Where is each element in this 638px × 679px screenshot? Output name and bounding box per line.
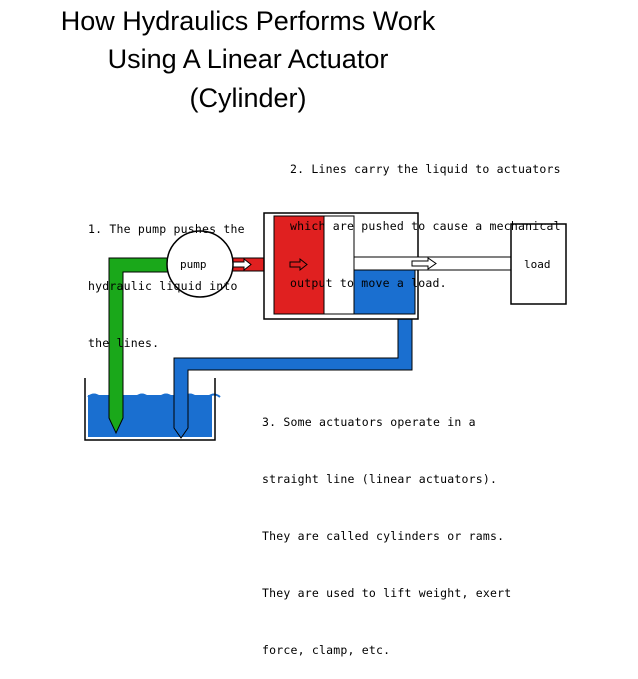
cylinder-return-chamber bbox=[353, 269, 416, 315]
cylinder-arrow bbox=[289, 257, 308, 272]
load bbox=[510, 223, 567, 305]
step-1-line: the lines. bbox=[88, 336, 160, 350]
step-3-line: force, clamp, etc. bbox=[262, 643, 391, 657]
load-label: load bbox=[524, 258, 551, 271]
reservoir-liquid bbox=[88, 395, 212, 437]
step-1-line: 1. The pump pushes the bbox=[88, 222, 245, 236]
rod-arrow bbox=[411, 257, 437, 270]
hydraulic-diagram: pump load bbox=[84, 212, 567, 441]
pressure-line-arrow bbox=[231, 257, 252, 272]
title-line-1: How Hydraulics Performs Work bbox=[60, 6, 436, 36]
step-2-note: 2. Lines carry the liquid to actuators w… bbox=[290, 122, 561, 312]
step-1-line: hydraulic liquid into bbox=[88, 279, 238, 293]
title-line-2: Using A Linear Actuator bbox=[107, 44, 389, 74]
pump bbox=[166, 230, 234, 298]
step-3-line: 3. Some actuators operate in a bbox=[262, 415, 476, 429]
title-line-3: (Cylinder) bbox=[189, 83, 307, 113]
cylinder-pressure-chamber bbox=[273, 215, 325, 315]
pump-label: pump bbox=[180, 258, 207, 271]
reservoir-outline bbox=[84, 378, 216, 441]
step-2-line: output to move a load. bbox=[290, 276, 447, 290]
step-3-line: They are called cylinders or rams. bbox=[262, 529, 505, 543]
reservoir bbox=[84, 378, 221, 441]
step-3-line: straight line (linear actuators). bbox=[262, 472, 498, 486]
step-2-line: which are pushed to cause a mechanical bbox=[290, 219, 561, 233]
step-3-note: 3. Some actuators operate in a straight … bbox=[262, 375, 511, 679]
step-2-line: 2. Lines carry the liquid to actuators bbox=[290, 162, 561, 176]
cylinder bbox=[263, 212, 419, 320]
step-1-note: 1. The pump pushes the hydraulic liquid … bbox=[88, 182, 245, 372]
step-3-line: They are used to lift weight, exert bbox=[262, 586, 512, 600]
return-line bbox=[173, 311, 413, 439]
